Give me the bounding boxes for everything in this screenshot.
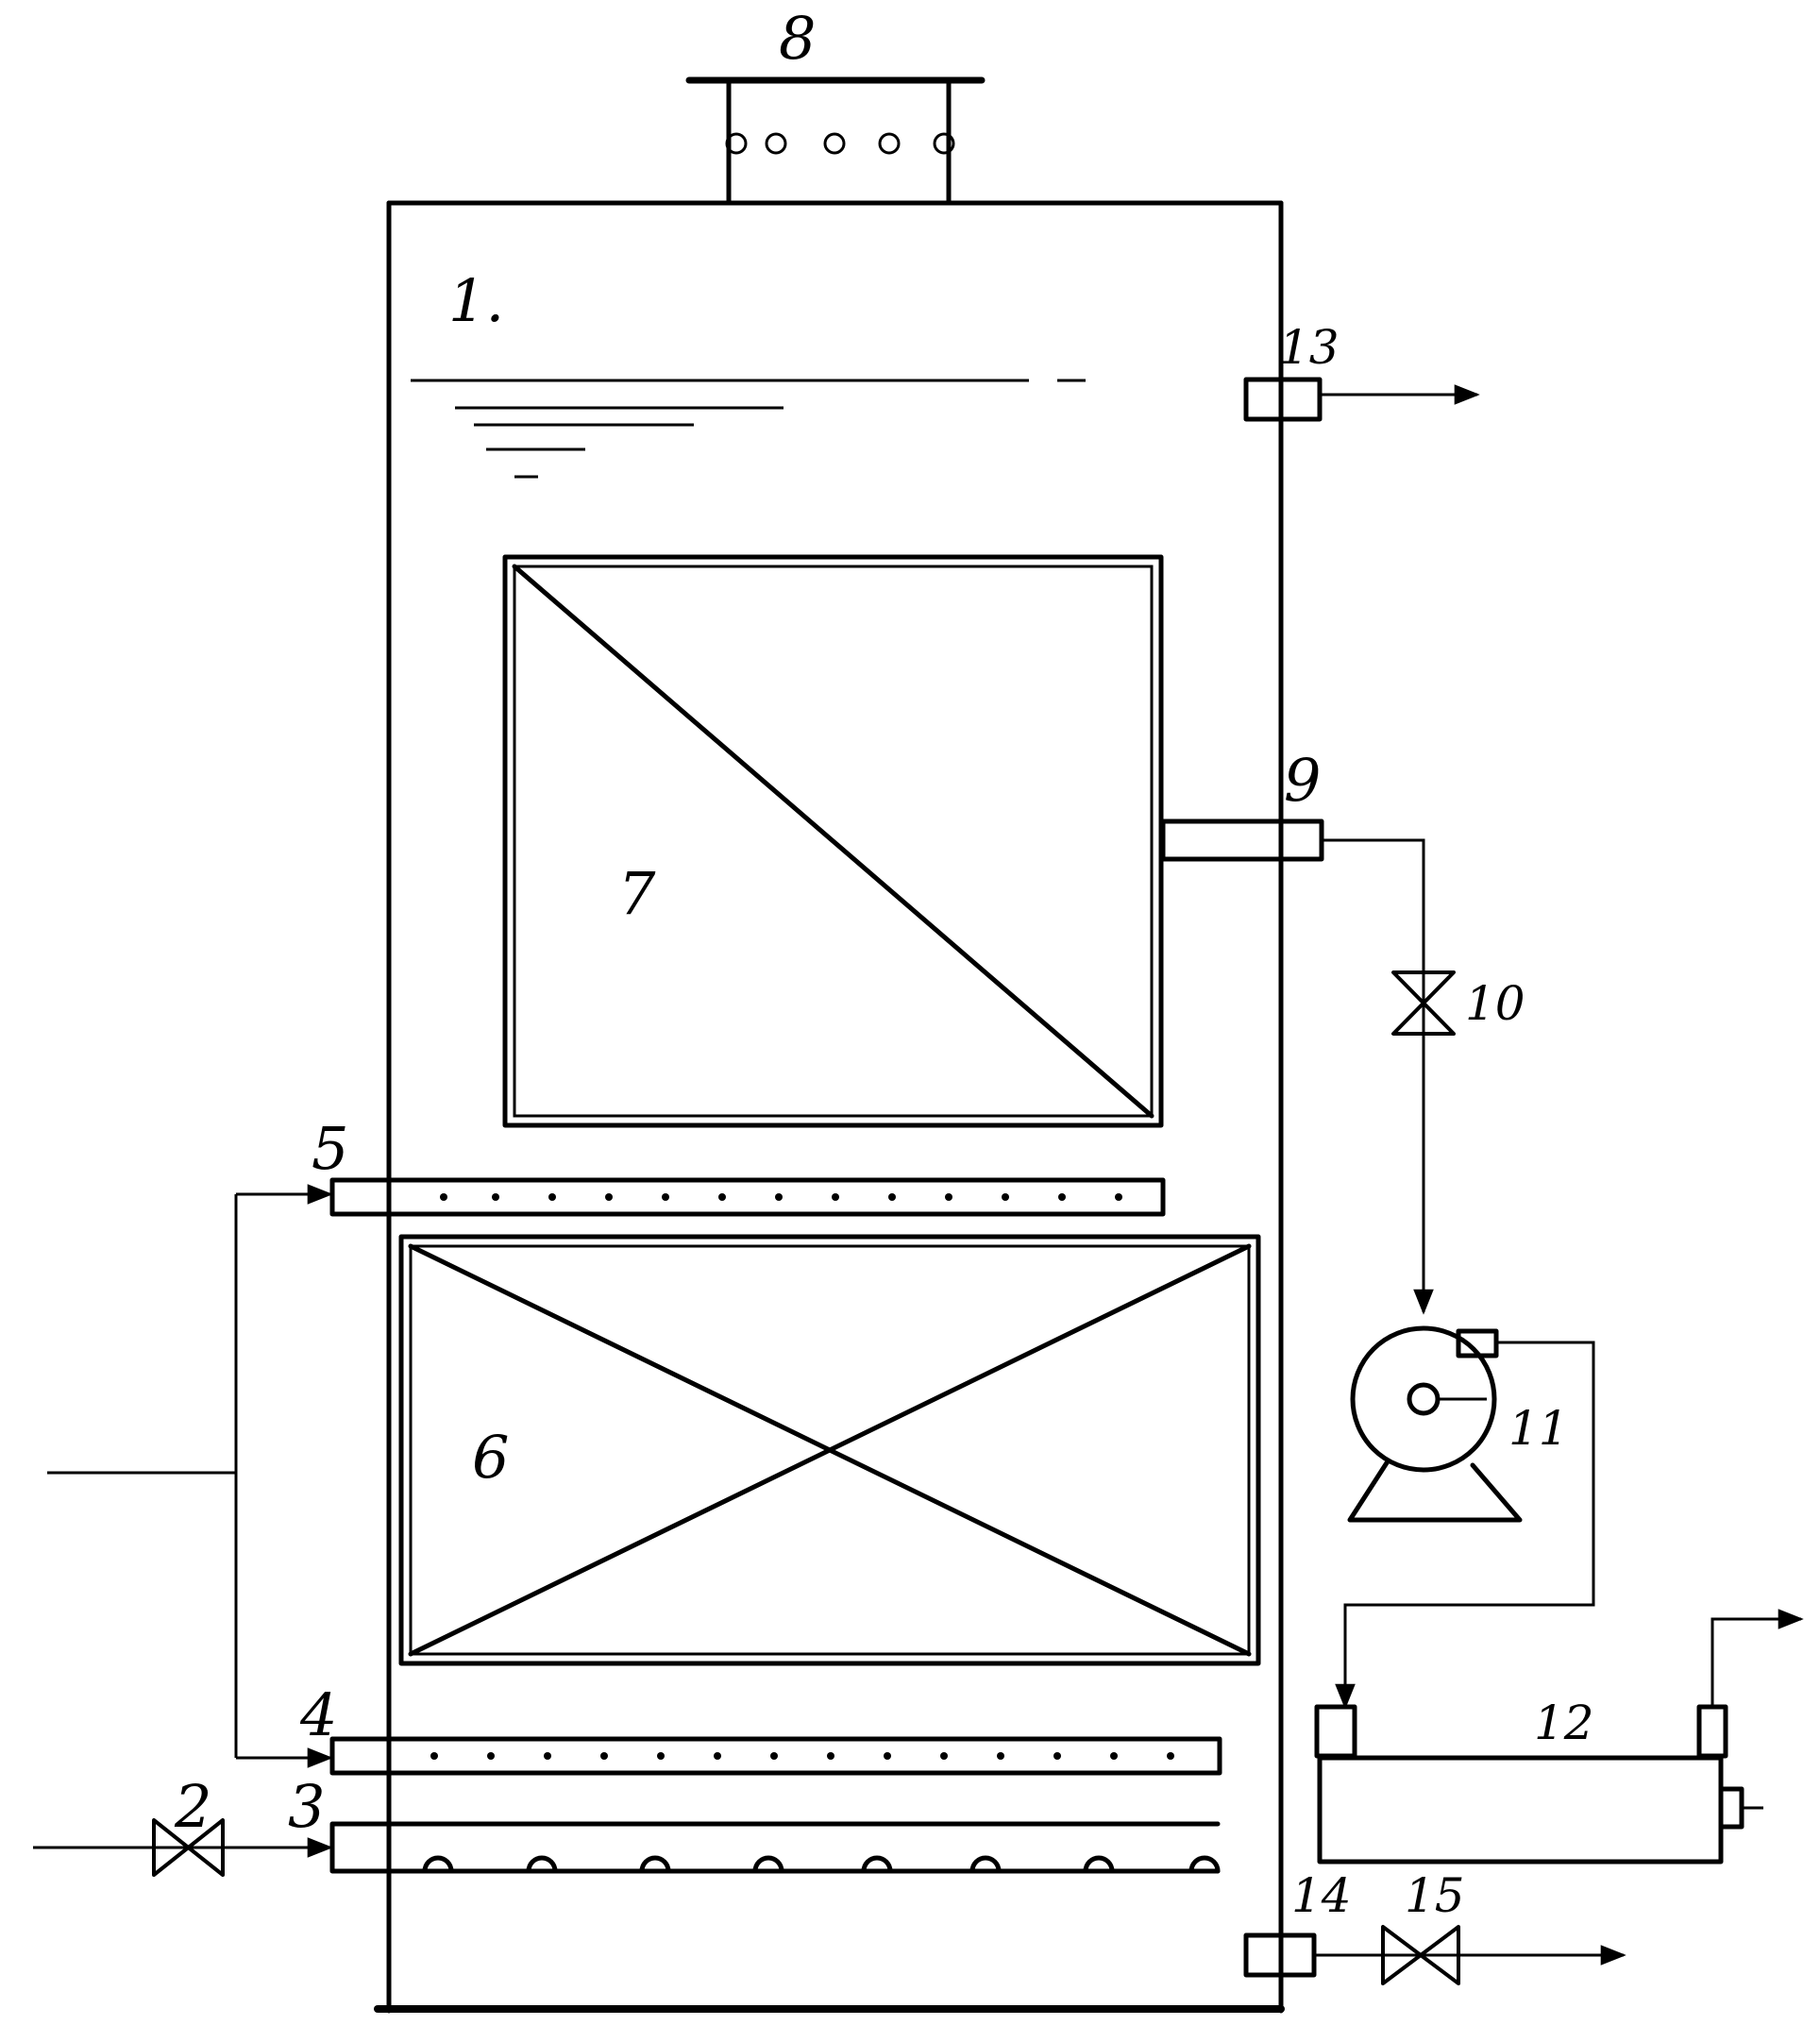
- label-aerator-high: 5: [312, 1114, 348, 1183]
- reactor-tank: [374, 200, 1285, 2014]
- pump[interactable]: [1347, 1325, 1523, 1523]
- label-bottom-pipe: 3: [288, 1772, 325, 1841]
- label-product-tank: 12: [1534, 1696, 1594, 1750]
- label-tank: 1.: [448, 266, 504, 335]
- air-feed-lines: [47, 1184, 333, 1768]
- membrane-outlet: [1160, 818, 1434, 1315]
- inlet-valve-icon[interactable]: [152, 1818, 225, 1877]
- membrane-module: [502, 554, 1164, 1128]
- label-membrane-module: 7: [618, 859, 656, 928]
- label-overflow-port: 13: [1279, 320, 1340, 375]
- pump-discharge-line: [1335, 1341, 1595, 1710]
- label-top-vent: 8: [779, 4, 816, 73]
- drain-valve-icon[interactable]: [1381, 1925, 1460, 1985]
- packing-block: [398, 1234, 1261, 1666]
- label-pump: 11: [1508, 1401, 1569, 1456]
- label-aerator-low: 4: [299, 1680, 337, 1749]
- label-inlet-valve: 2: [174, 1772, 211, 1841]
- label-suction-valve: 10: [1465, 976, 1525, 1031]
- suction-valve-icon[interactable]: [1391, 970, 1456, 1036]
- aerator-pipe-upper: [329, 1177, 1166, 1217]
- label-drain-valve: 15: [1405, 1868, 1465, 1923]
- product-tank: [1314, 1609, 1804, 1865]
- bottom-distribution-pipe: [329, 1821, 1221, 1874]
- label-drain-port: 14: [1291, 1868, 1352, 1923]
- top-vent: [685, 76, 986, 206]
- label-membrane-outlet: 9: [1284, 746, 1321, 815]
- aerator-pipe-lower: [329, 1736, 1222, 1776]
- drain-port: [1243, 1932, 1626, 1978]
- water-level-marker: [411, 379, 1086, 479]
- overflow-port: [1243, 377, 1480, 422]
- label-packing-block: 6: [472, 1423, 509, 1492]
